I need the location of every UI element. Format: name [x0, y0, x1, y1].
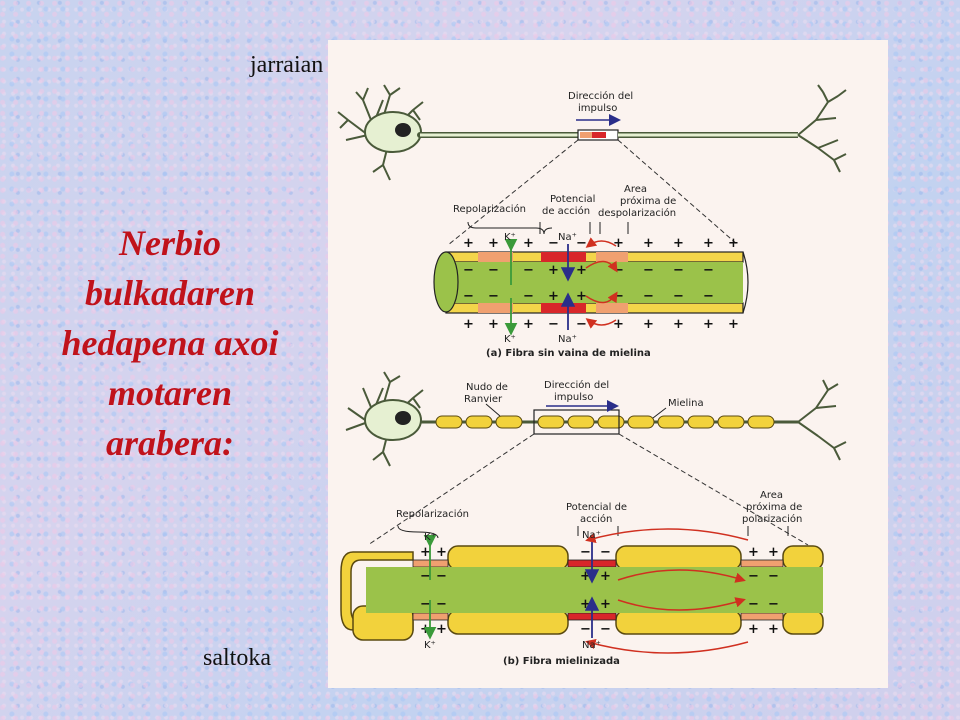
svg-text:Area: Area [760, 490, 783, 501]
continuous-conduction-label: jarraian [250, 52, 324, 78]
svg-text:+: + [523, 236, 534, 251]
svg-text:+: + [576, 289, 587, 304]
svg-text:acción: acción [580, 513, 612, 525]
caption-myelinated: (b) Fibra mielinizada [503, 656, 620, 667]
svg-text:+: + [703, 317, 714, 332]
svg-text:Na⁺: Na⁺ [582, 530, 601, 541]
svg-text:+: + [643, 236, 654, 251]
svg-text:Dirección del: Dirección del [544, 379, 609, 391]
svg-text:−: − [613, 289, 624, 304]
caption-unmyelinated: (a) Fibra sin vaina de mielina [486, 348, 651, 359]
svg-text:−: − [420, 569, 431, 584]
svg-text:Potencial de: Potencial de [566, 502, 627, 513]
myelinated-fiber-detail: Repolarización Potencial de acción Area … [340, 490, 824, 667]
svg-text:+: + [613, 317, 624, 332]
svg-text:+: + [576, 263, 587, 278]
svg-text:Dirección del: Dirección del [568, 90, 633, 102]
svg-text:K⁺: K⁺ [504, 232, 516, 243]
svg-text:+: + [436, 622, 447, 637]
svg-text:Na⁺: Na⁺ [558, 232, 577, 243]
svg-text:K⁺: K⁺ [424, 532, 436, 543]
svg-text:−: − [436, 597, 447, 612]
svg-text:+: + [728, 317, 739, 332]
svg-text:K⁺: K⁺ [504, 334, 516, 345]
svg-text:−: − [576, 236, 587, 251]
svg-text:−: − [748, 569, 759, 584]
svg-text:+: + [488, 236, 499, 251]
svg-text:+: + [463, 317, 474, 332]
svg-text:+: + [523, 317, 534, 332]
figure-svg: Dirección del impulso Repolarización Pot… [337, 84, 847, 667]
svg-text:−: − [523, 263, 534, 278]
svg-text:próxima de: próxima de [620, 195, 676, 207]
svg-text:+: + [673, 236, 684, 251]
svg-text:impulso: impulso [554, 392, 593, 403]
svg-text:+: + [748, 622, 759, 637]
svg-text:−: − [463, 289, 474, 304]
svg-text:+: + [748, 545, 759, 560]
svg-text:+: + [600, 569, 611, 584]
svg-text:−: − [768, 597, 779, 612]
svg-text:−: − [580, 545, 591, 560]
svg-text:−: − [523, 289, 534, 304]
svg-text:−: − [673, 263, 684, 278]
svg-text:−: − [488, 289, 499, 304]
svg-text:−: − [580, 622, 591, 637]
svg-text:+: + [768, 622, 779, 637]
svg-text:+: + [436, 545, 447, 560]
slide-title: Nerbio bulkadaren hedapena axoi motaren … [61, 223, 279, 463]
svg-text:Mielina: Mielina [668, 398, 704, 409]
svg-text:−: − [748, 597, 759, 612]
svg-text:próxima de: próxima de [746, 501, 802, 513]
svg-text:+: + [643, 317, 654, 332]
svg-text:+: + [613, 236, 624, 251]
svg-text:Ranvier: Ranvier [464, 394, 503, 405]
svg-text:+: + [420, 545, 431, 560]
svg-text:−: − [703, 263, 714, 278]
svg-text:K⁺: K⁺ [424, 640, 436, 651]
svg-text:−: − [703, 289, 714, 304]
svg-text:−: − [548, 317, 559, 332]
svg-text:+: + [703, 236, 714, 251]
svg-text:impulso: impulso [578, 103, 617, 114]
svg-text:+: + [600, 597, 611, 612]
svg-text:−: − [643, 263, 654, 278]
svg-text:+: + [673, 317, 684, 332]
svg-text:Repolarización: Repolarización [453, 203, 526, 215]
svg-text:+: + [580, 569, 591, 584]
svg-text:Na⁺: Na⁺ [582, 640, 601, 651]
svg-text:−: − [488, 263, 499, 278]
svg-text:−: − [613, 263, 624, 278]
svg-text:de acción: de acción [542, 205, 590, 217]
svg-text:−: − [600, 622, 611, 637]
svg-text:+: + [580, 597, 591, 612]
svg-text:Potencial: Potencial [550, 194, 595, 205]
conduction-figure: Dirección del impulso Repolarización Pot… [328, 40, 888, 688]
svg-text:−: − [768, 569, 779, 584]
svg-text:Nudo de: Nudo de [466, 382, 508, 393]
svg-text:−: − [643, 289, 654, 304]
svg-text:+: + [728, 236, 739, 251]
svg-text:Na⁺: Na⁺ [558, 334, 577, 345]
svg-text:Area: Area [624, 184, 647, 195]
myelinated-neuron: Nudo de Ranvier Dirección del impulso Mi… [345, 371, 847, 546]
svg-text:−: − [463, 263, 474, 278]
svg-text:Repolarización: Repolarización [396, 508, 469, 520]
svg-text:+: + [463, 236, 474, 251]
svg-text:polarización: polarización [742, 513, 802, 525]
svg-text:−: − [436, 569, 447, 584]
svg-text:+: + [548, 263, 559, 278]
svg-text:−: − [576, 317, 587, 332]
saltatory-conduction-label: saltoka [203, 645, 271, 671]
svg-text:−: − [673, 289, 684, 304]
unmyelinated-fiber-detail: Repolarización Potencial de acción Area … [433, 184, 749, 359]
svg-text:+: + [768, 545, 779, 560]
svg-text:+: + [548, 289, 559, 304]
svg-text:−: − [548, 236, 559, 251]
unmyelinated-neuron: Dirección del impulso [337, 84, 847, 246]
svg-text:despolarización: despolarización [598, 207, 676, 219]
svg-text:−: − [600, 545, 611, 560]
svg-text:−: − [420, 597, 431, 612]
svg-text:+: + [488, 317, 499, 332]
